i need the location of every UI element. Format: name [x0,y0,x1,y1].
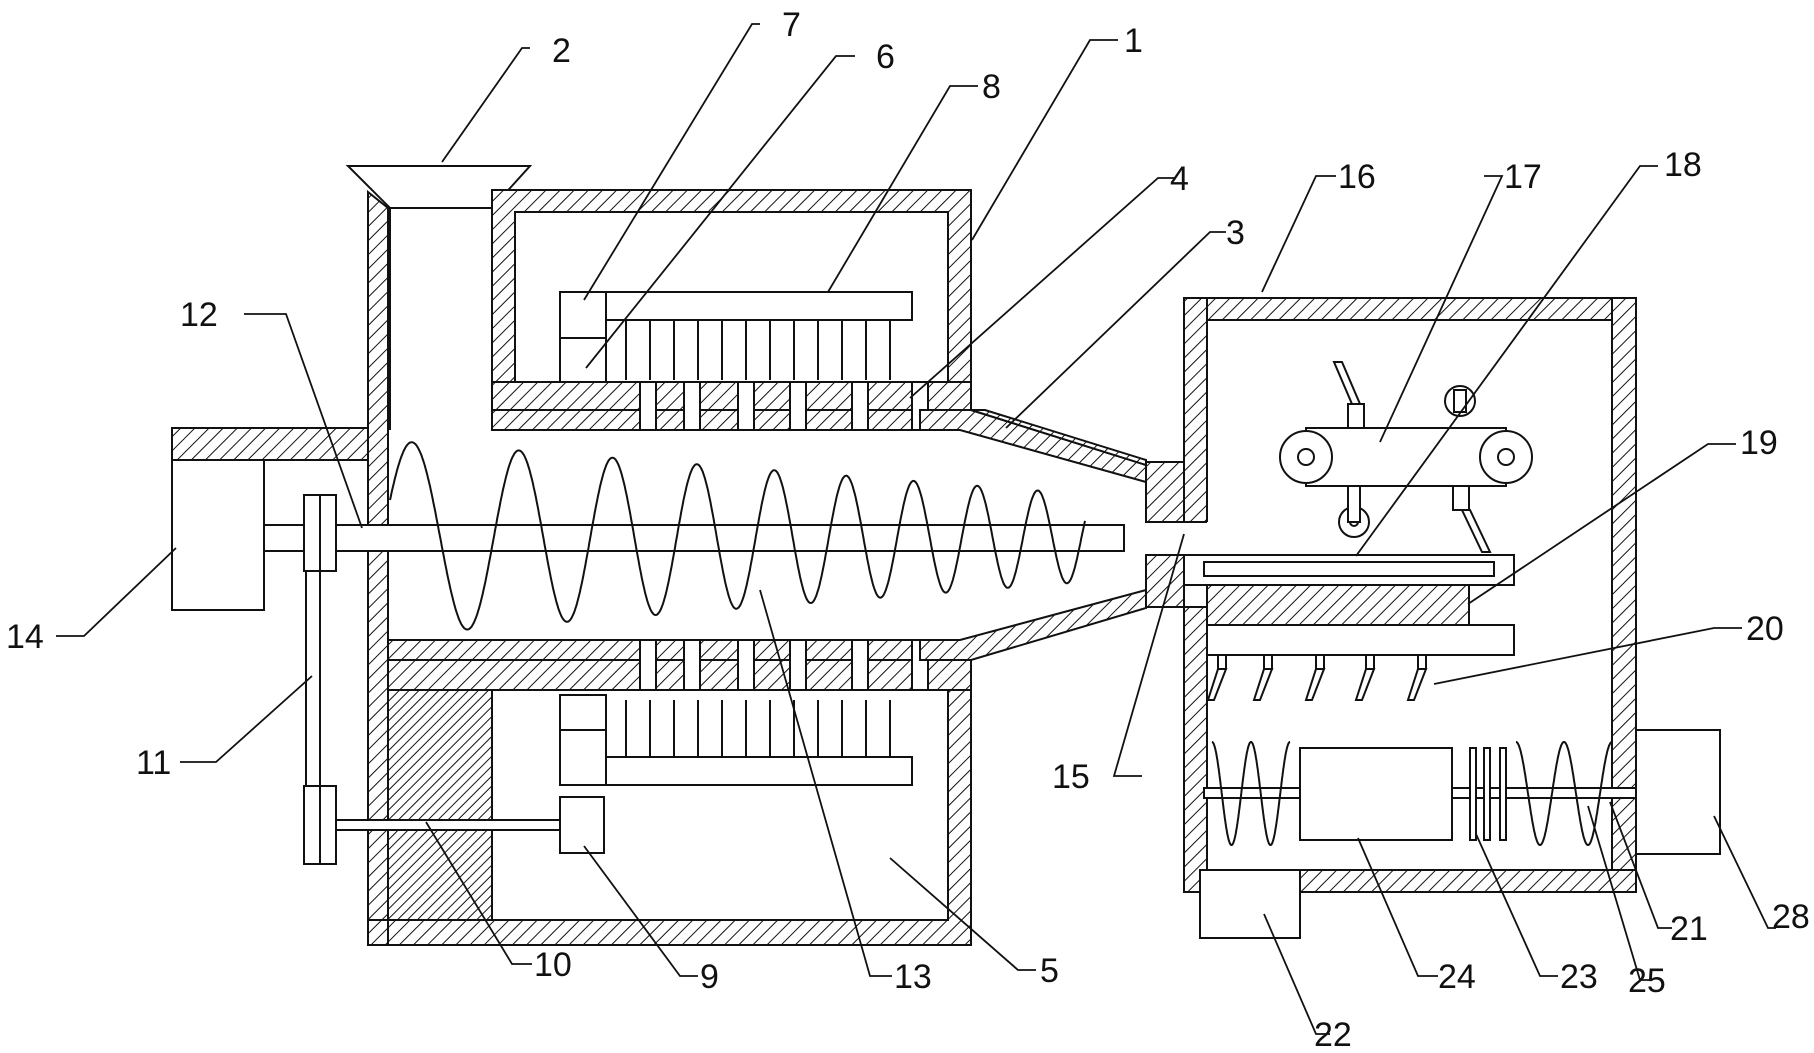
screw-25 [1515,741,1613,846]
label-19: 19 [1740,424,1778,462]
cone-lower [919,588,1147,661]
conveyor-belt-17 [1305,427,1507,487]
label-24: 24 [1438,958,1476,996]
upper-bristles [625,320,891,380]
label-3: 3 [1226,214,1245,252]
screen-hole [789,639,807,691]
block-24 [1299,747,1453,841]
label-16: 16 [1338,158,1376,196]
nozzle-flange-lower [1145,554,1185,608]
lower-brush-bar [605,756,913,786]
scraper-mount [1417,654,1427,670]
right-unit [1183,297,1721,939]
reference-labels: 2 7 6 8 1 4 3 12 14 11 15 16 17 18 19 20… [6,6,1810,1053]
screw-left [1211,741,1291,846]
label-28: 28 [1772,898,1810,936]
label-18: 18 [1664,146,1702,184]
screen-hole [851,381,869,431]
label-10: 10 [534,946,572,984]
scraper-blade [1206,668,1228,701]
housing-left-lower [1183,606,1208,893]
left-wall [367,189,389,946]
label-20: 20 [1746,610,1784,648]
conveyor-wheel-left [1279,430,1333,484]
label-9: 9 [700,958,719,996]
screen-hole [683,639,701,691]
main-shaft-12 [263,524,1125,552]
conveyor-wheel-right [1479,430,1533,484]
housing-top [1183,297,1637,321]
lower-screen-plate [387,639,972,691]
scraper-mount [1217,654,1227,670]
lower-brush-holder [559,694,607,786]
disc [1469,747,1477,841]
discs-23 [1469,747,1507,841]
scraper-mount [1365,654,1375,670]
motor-9 [559,796,605,854]
housing-left-upper [1183,297,1208,523]
leader-lines [56,23,1776,1035]
screw-conveyor-13 [389,441,1086,631]
bar-19b [1206,624,1515,656]
label-12: 12 [180,296,218,334]
screen-hole [639,381,657,431]
label-7: 7 [782,6,801,44]
lower-bristles [625,700,891,757]
shaft-10 [335,819,561,831]
lower-left-block-redraw [387,659,493,921]
scraper-blade [1354,668,1376,701]
scraper-blade [1252,668,1274,701]
label-22: 22 [1314,1016,1352,1053]
label-14: 14 [6,618,44,656]
scraper-mount [1263,654,1273,670]
discharge-22 [1199,869,1301,939]
label-2: 2 [552,32,571,70]
screen-hole [789,381,807,431]
cone-outer-upper [970,409,1147,467]
nozzle-flange-upper [1145,461,1185,523]
label-23: 23 [1560,958,1598,996]
motor-28 [1635,729,1721,855]
label-15: 15 [1052,758,1090,796]
upper-screen-plate-4 [491,381,972,431]
label-25: 25 [1628,962,1666,1000]
motor-14 [171,459,265,611]
label-6: 6 [876,38,895,76]
screen-hole [851,639,869,691]
label-11: 11 [136,744,171,782]
scraper-mount [1315,654,1325,670]
housing-bottom [1299,869,1637,893]
scrapers-20 [1206,654,1428,701]
label-1: 1 [1124,22,1143,60]
label-8: 8 [982,68,1001,106]
left-unit [171,165,1185,946]
label-17: 17 [1504,158,1542,196]
motor-mount-plate [171,427,369,461]
block-19 [1206,584,1470,626]
scraper-blade [1304,668,1326,701]
screen-hole [639,639,657,691]
screen-hole [737,381,755,431]
brush-bar-8 [605,291,913,321]
label-5: 5 [1040,952,1059,990]
label-21: 21 [1670,910,1708,948]
housing-right [1611,297,1637,893]
disc [1499,747,1507,841]
scraper-blade [1406,668,1428,701]
disc [1483,747,1491,841]
screen-holes [639,381,929,691]
screen-hole [683,381,701,431]
label-4: 4 [1170,160,1189,198]
screen-hole [737,639,755,691]
label-13: 13 [894,958,932,996]
cone-upper [919,409,1147,484]
